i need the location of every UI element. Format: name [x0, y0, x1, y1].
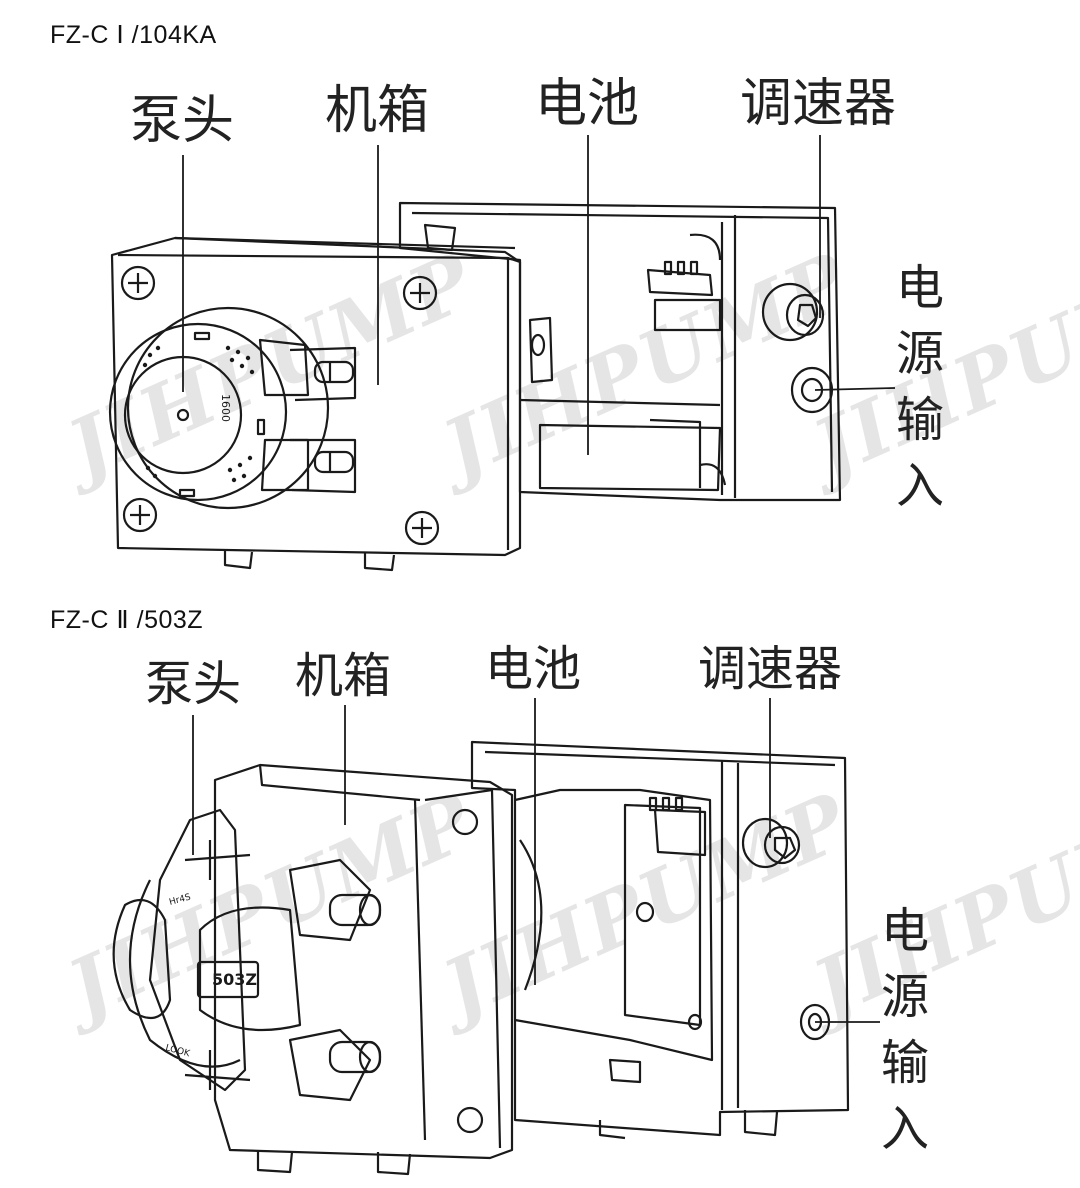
label-pump-head-1: 泵头	[130, 91, 235, 151]
label-chassis-2: 机箱	[295, 648, 392, 704]
leader-lines	[192, 698, 880, 1023]
part-marking-2: 503Z	[212, 970, 257, 989]
label-power-input-1: 电 源 输 入	[895, 260, 944, 514]
label-speed-controller-2: 调速器	[698, 641, 843, 697]
pump-head	[108, 306, 357, 510]
label-battery-1: 电池	[535, 74, 640, 134]
leader-lines	[182, 135, 896, 455]
model-title-1: FZ-C Ⅰ /104KA	[50, 21, 217, 49]
label-speed-controller-1: 调速器	[740, 74, 897, 134]
rear-enclosure	[470, 740, 850, 1140]
model-title-2: FZ-C Ⅱ /503Z	[50, 606, 204, 634]
rear-enclosure	[398, 201, 842, 502]
label-pump-head-2: 泵头	[145, 656, 242, 712]
arrow-marking-top: Hr4S	[168, 892, 192, 907]
part-marking-1: 1600	[219, 394, 232, 422]
label-battery-2: 电池	[485, 641, 582, 697]
front-chassis	[213, 763, 514, 1176]
label-power-input-2: 电 源 输 入	[880, 903, 929, 1157]
pump-diagram-1: 1600	[108, 135, 896, 572]
pump-head	[112, 808, 382, 1102]
label-chassis-1: 机箱	[325, 81, 430, 141]
front-chassis	[110, 236, 522, 572]
